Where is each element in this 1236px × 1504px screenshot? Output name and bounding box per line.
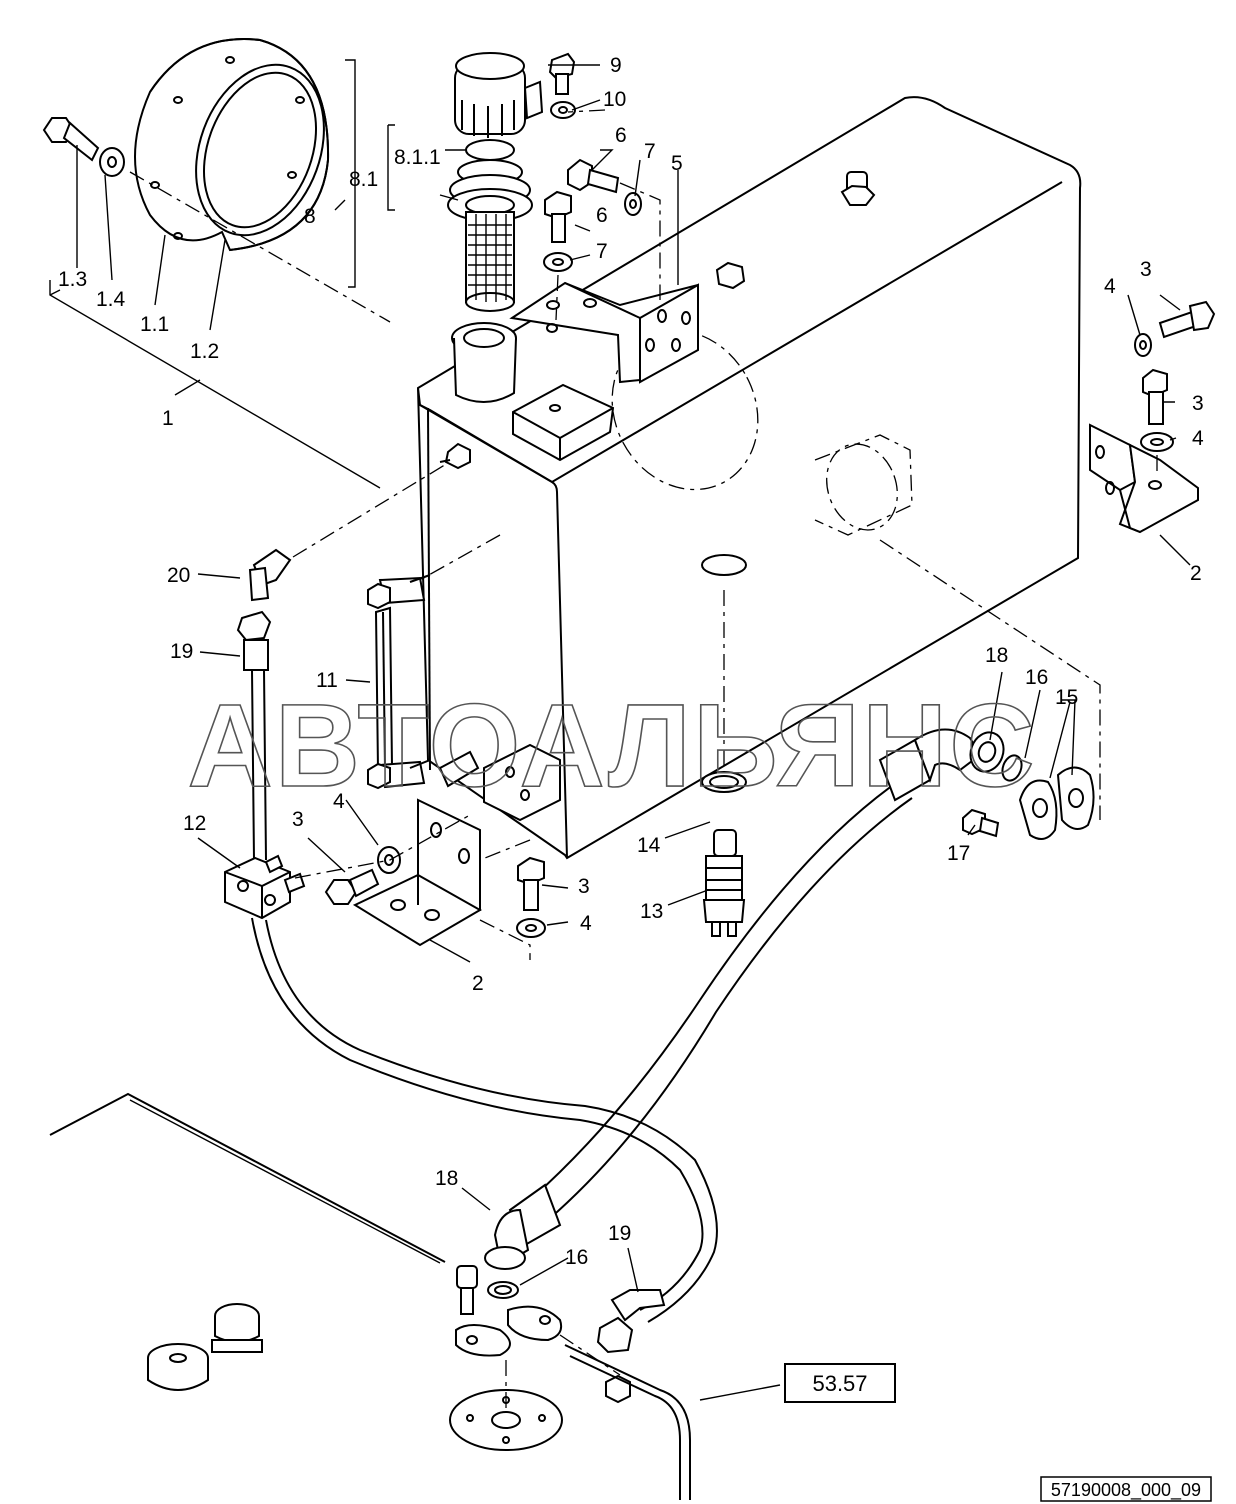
callout-4-right-top: 4	[1104, 275, 1116, 298]
filler-breather-8	[447, 52, 544, 312]
callout-9: 9	[610, 54, 622, 77]
callout-19-lower: 19	[608, 1222, 631, 1245]
callout-11: 11	[316, 669, 338, 692]
callout-1-1: 1.1	[140, 313, 169, 336]
bracket-2-right	[1089, 300, 1216, 534]
reference-box-label: 53.57	[812, 1371, 867, 1396]
callout-12: 12	[183, 812, 206, 835]
callout-6: 6	[615, 124, 627, 147]
flange-kit-lower	[449, 1246, 563, 1451]
drawing-code: 57190008_000_09	[1051, 1480, 1201, 1501]
hydraulic-tank	[416, 96, 1082, 860]
callout-3-right: 3	[1192, 392, 1204, 415]
sight-glass-11	[367, 574, 431, 790]
callout-4-lower: 4	[580, 912, 592, 935]
bracket-5	[509, 281, 699, 384]
watermark: АВТОАЛЬЯНС	[188, 680, 1037, 812]
callout-4-right: 4	[1192, 427, 1204, 450]
callout-16-lower: 16	[565, 1246, 588, 1269]
callout-4-left: 4	[333, 790, 345, 813]
callout-18-lower: 18	[435, 1167, 458, 1190]
pump-housing-outline	[49, 1092, 691, 1500]
suction-hose	[251, 728, 982, 1323]
callout-1: 1	[162, 407, 174, 430]
hose-19-lower	[596, 1289, 666, 1404]
callout-8-1: 8.1	[349, 168, 378, 191]
drawing-code-box	[1040, 1476, 1212, 1502]
callout-20: 20	[167, 564, 190, 587]
callout-14: 14	[637, 834, 661, 857]
callout-17: 17	[947, 842, 970, 865]
fasteners-top	[543, 52, 642, 272]
pressure-switch-13	[701, 771, 747, 937]
callout-7-lower: 7	[596, 240, 608, 263]
callout-8-1-1: 8.1.1	[394, 146, 441, 169]
assembly-centerlines	[129, 109, 1158, 1410]
callout-18-right: 18	[985, 644, 1008, 667]
callout-3-right-top: 3	[1140, 258, 1152, 281]
callout-1-4: 1.4	[96, 288, 126, 311]
bracket-2-left	[352, 743, 561, 947]
callout-10: 10	[603, 88, 626, 111]
callout-15: 15	[1055, 686, 1078, 709]
tee-block-12	[224, 854, 306, 920]
callout-labels: 9 10 6 7 5 8.1.1 8.1 8 6 7 1.3 1.4 1.1 1…	[58, 54, 1204, 1269]
callout-7: 7	[644, 140, 656, 163]
flange-assembly-1	[42, 38, 330, 252]
fasteners-lower	[324, 846, 546, 938]
reference-box	[784, 1363, 896, 1403]
leader-lines	[49, 59, 1191, 1401]
callout-1-3: 1.3	[58, 268, 87, 291]
callout-8: 8	[304, 205, 316, 228]
callout-1-2: 1.2	[190, 340, 219, 363]
flange-kit-right	[962, 731, 1095, 840]
callout-13: 13	[640, 900, 663, 923]
hose-19-upper	[236, 442, 471, 861]
callout-16-right: 16	[1025, 666, 1048, 689]
callout-5: 5	[671, 152, 683, 175]
callout-19-upper: 19	[170, 640, 193, 663]
callout-3-left: 3	[292, 808, 304, 831]
callout-2-lower: 2	[472, 972, 484, 995]
callout-6-lower: 6	[596, 204, 608, 227]
callout-2-right: 2	[1190, 562, 1202, 585]
callout-3-lower: 3	[578, 875, 590, 898]
